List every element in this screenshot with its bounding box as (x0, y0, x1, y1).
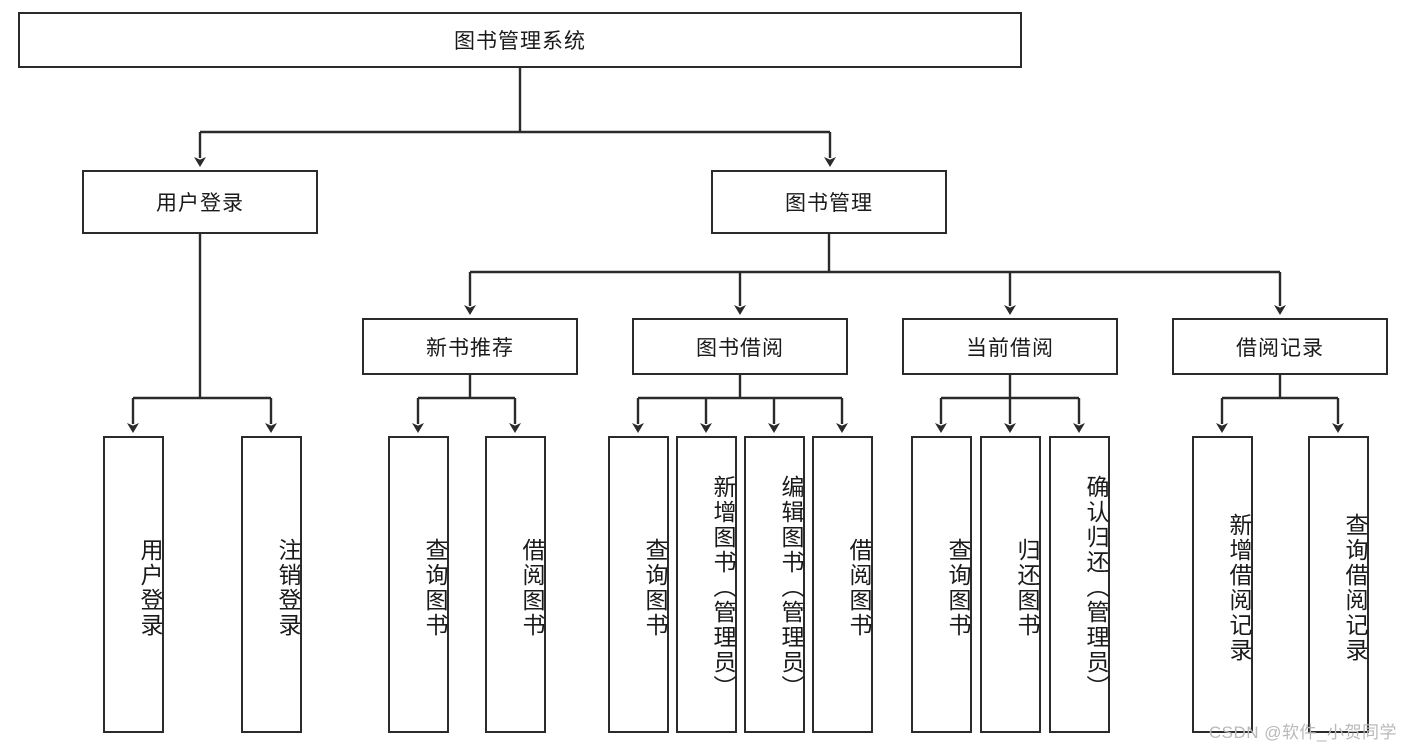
node-label: 借阅图书 (519, 537, 545, 638)
node-new-book-recommend[interactable]: 新书推荐 (362, 318, 578, 375)
node-label: 查询图书 (642, 537, 668, 638)
node-book-borrow[interactable]: 图书借阅 (632, 318, 848, 375)
node-label: 查询图书 (945, 537, 971, 638)
node-current-borrow[interactable]: 当前借阅 (902, 318, 1118, 375)
leaf-borrow-query-book[interactable]: 查询图书 (608, 436, 669, 733)
node-borrow-records[interactable]: 借阅记录 (1172, 318, 1388, 375)
node-label: 查询借阅记录 (1342, 512, 1368, 663)
leaf-recommend-borrow-book[interactable]: 借阅图书 (485, 436, 546, 733)
leaf-current-confirm-return-admin[interactable]: 确认归还（管理员） (1049, 436, 1110, 733)
node-label: 注销登录 (275, 537, 301, 638)
node-book-management[interactable]: 图书管理 (711, 170, 947, 234)
node-label: 当前借阅 (966, 336, 1054, 360)
node-label: 图书管理 (785, 192, 873, 215)
node-label: 确认归还（管理员） (1083, 475, 1109, 700)
node-label: 归还图书 (1014, 537, 1040, 638)
node-label: 用户登录 (156, 192, 244, 215)
node-label: 新增借阅记录 (1226, 512, 1252, 663)
node-label: 借阅图书 (846, 537, 872, 638)
leaf-borrow-add-book-admin[interactable]: 新增图书（管理员） (676, 436, 737, 733)
node-label: 新增图书（管理员） (710, 475, 736, 700)
watermark: CSDN @软件_小贺同学 (1208, 723, 1397, 742)
leaf-borrow-borrow-book[interactable]: 借阅图书 (812, 436, 873, 733)
node-label: 查询图书 (422, 537, 448, 638)
node-label: 图书管理系统 (454, 30, 586, 53)
leaf-user-login-login[interactable]: 用户登录 (103, 436, 164, 733)
leaf-records-add-record[interactable]: 新增借阅记录 (1192, 436, 1253, 733)
leaf-recommend-query-book[interactable]: 查询图书 (388, 436, 449, 733)
node-user-login[interactable]: 用户登录 (82, 170, 318, 234)
leaf-current-return-book[interactable]: 归还图书 (980, 436, 1041, 733)
node-label: 用户登录 (137, 537, 163, 638)
leaf-current-query-book[interactable]: 查询图书 (911, 436, 972, 733)
node-label: 编辑图书（管理员） (778, 475, 804, 700)
node-label: 新书推荐 (426, 336, 514, 360)
node-root-book-management-system[interactable]: 图书管理系统 (18, 12, 1022, 68)
leaf-records-query-record[interactable]: 查询借阅记录 (1308, 436, 1369, 733)
leaf-user-login-logout[interactable]: 注销登录 (241, 436, 302, 733)
leaf-borrow-edit-book-admin[interactable]: 编辑图书（管理员） (744, 436, 805, 733)
node-label: 借阅记录 (1236, 336, 1324, 360)
node-label: 图书借阅 (696, 336, 784, 360)
